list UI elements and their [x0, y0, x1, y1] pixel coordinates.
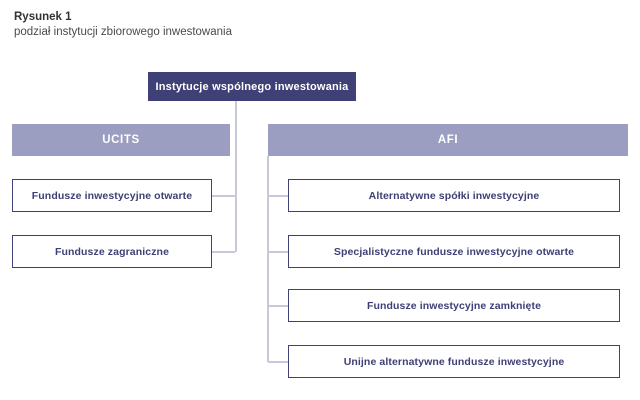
root-node: Instytucje wspólnego inwestowania [148, 72, 356, 101]
node-fundusze-inwestycyjne-otwarte: Fundusze inwestycyjne otwarte [12, 179, 212, 212]
node-fundusze-inwestycyjne-zamkniete: Fundusze inwestycyjne zamknięte [288, 289, 620, 322]
figure-caption: podział instytucji zbiorowego inwestowan… [14, 26, 232, 38]
node-unijne-alternatywne-fundusze-inwestycyjne: Unijne alternatywne fundusze inwestycyjn… [288, 345, 620, 378]
connector-ucits-stub-1 [212, 195, 235, 197]
node-alternatywne-spolki-inwestycyjne: Alternatywne spółki inwestycyjne [288, 179, 620, 212]
node-specjalistyczne-fundusze-inwestycyjne-otwarte: Specjalistyczne fundusze inwestycyjne ot… [288, 235, 620, 268]
connector-afi-stub-3 [268, 305, 288, 307]
connector-ucits-stub-2 [212, 251, 235, 253]
branch-header-ucits: UCITS [12, 124, 230, 156]
figure-label: Rysunek 1 [14, 11, 72, 23]
branch-header-afi: AFI [268, 124, 628, 156]
connector-afi-stub-2 [268, 251, 288, 253]
connector-afi-stub-1 [268, 195, 288, 197]
connector-afi-stub-4 [268, 361, 288, 363]
connector-root-spine [235, 101, 237, 252]
connector-afi-spine [267, 156, 269, 362]
node-fundusze-zagraniczne: Fundusze zagraniczne [12, 235, 212, 268]
